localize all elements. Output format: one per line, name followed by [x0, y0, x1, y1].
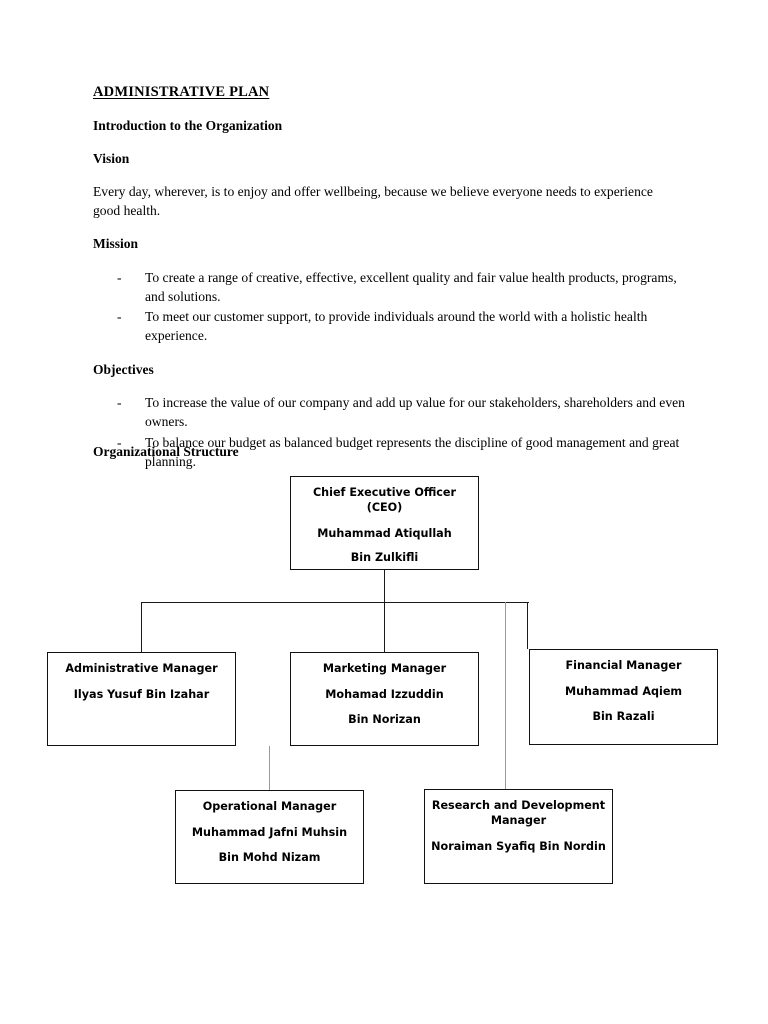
list-item-text: To increase the value of our company and… [145, 394, 685, 430]
org-node-role: Research and Development Manager [431, 799, 606, 827]
org-node-operational-manager[interactable]: Operational Manager Muhammad Jafni Muhsi… [175, 790, 364, 884]
document-body: ADMINISTRATIVE PLAN Introduction to the … [93, 84, 685, 487]
org-node-role: Administrative Manager [65, 662, 218, 675]
heading-mission: Mission [93, 236, 139, 252]
org-node-name-line1: Noraiman Syafiq Bin Nordin [431, 839, 606, 853]
org-node-role: Marketing Manager [322, 662, 447, 675]
connector-drop-operational [269, 746, 271, 790]
heading-organizational-structure: Organizational Structure [93, 444, 239, 459]
objectives-list: - To increase the value of our company a… [93, 393, 687, 471]
mission-list: - To create a range of creative, effecti… [93, 268, 687, 346]
org-node-ceo[interactable]: Chief Executive Officer (CEO) Muhammad A… [290, 476, 479, 570]
org-node-name-line1: Mohamad Izzuddin [325, 687, 444, 701]
org-node-administrative-manager[interactable]: Administrative Manager Ilyas Yusuf Bin I… [47, 652, 236, 746]
list-item-text: To create a range of creative, effective… [145, 269, 677, 304]
org-node-name-line1: Ilyas Yusuf Bin Izahar [73, 687, 210, 701]
org-node-name-line2: Bin Mohd Nizam [218, 850, 321, 864]
bullet-marker: - [117, 434, 122, 450]
list-item-text: To balance our budget as balanced budget… [145, 434, 680, 469]
connector-drop-marketing [384, 602, 386, 652]
page-title: ADMINISTRATIVE PLAN [93, 84, 270, 100]
heading-vision: Vision [93, 150, 130, 166]
connector-drop-research [505, 602, 507, 790]
connector-drop-financial [527, 602, 529, 649]
org-node-name-line2: Bin Razali [592, 709, 655, 723]
org-node-name-line2: Bin Zulkifli [350, 551, 419, 565]
org-node-name-line1: Muhammad Jafni Muhsin [191, 825, 348, 839]
list-item-text: To meet our customer support, to provide… [145, 309, 648, 344]
bullet-marker: - [117, 309, 122, 325]
org-node-name-line1: Muhammad Aqiem [564, 684, 683, 698]
org-node-role: Operational Manager [202, 800, 337, 813]
org-node-role: Chief Executive Officer (CEO) [312, 486, 457, 514]
org-node-name-line2: Bin Norizan [348, 712, 421, 726]
list-item: - To create a range of creative, effecti… [117, 268, 687, 307]
list-item: - To balance our budget as balanced budg… [117, 433, 687, 472]
list-item: - To meet our customer support, to provi… [117, 307, 687, 346]
bullet-marker: - [117, 394, 122, 410]
org-node-financial-manager[interactable]: Financial Manager Muhammad Aqiem Bin Raz… [529, 649, 718, 745]
connector-drop-administrative [141, 602, 143, 652]
heading-introduction: Introduction to the Organization [93, 118, 283, 134]
connector-ceo-stem [384, 570, 386, 603]
org-node-research-development-manager[interactable]: Research and Development Manager Noraima… [424, 789, 613, 884]
org-node-marketing-manager[interactable]: Marketing Manager Mohamad Izzuddin Bin N… [290, 652, 479, 746]
org-node-name-line1: Muhammad Atiqullah [317, 526, 452, 540]
connector-horizontal-bus [141, 602, 529, 604]
list-item: - To increase the value of our company a… [117, 393, 687, 432]
bullet-marker: - [117, 269, 122, 285]
vision-paragraph: Every day, wherever, is to enjoy and off… [93, 183, 653, 219]
org-node-role: Financial Manager [565, 659, 682, 672]
heading-objectives: Objectives [93, 361, 154, 377]
